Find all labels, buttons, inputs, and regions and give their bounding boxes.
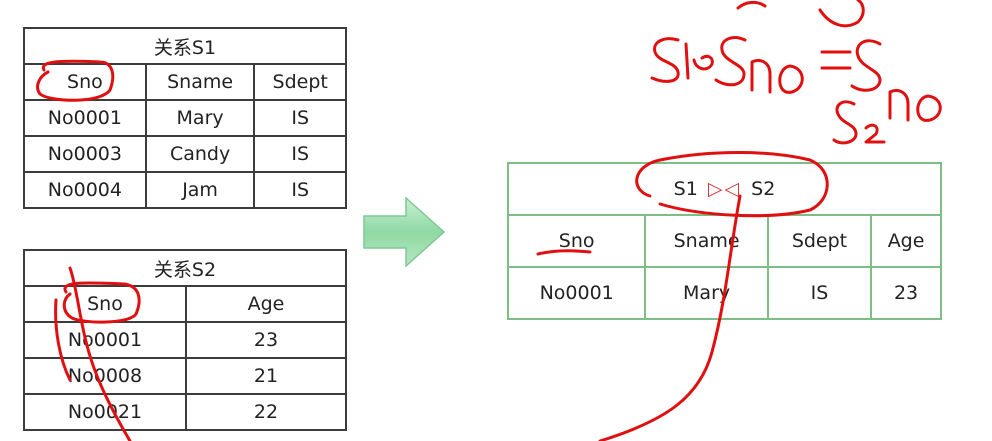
s1-cell: Jam	[144, 171, 256, 209]
table-row: No0008 21	[23, 357, 347, 395]
table-row: No0001 23	[23, 321, 347, 359]
s1-header-sno: Sno	[23, 63, 147, 101]
s2-header-age: Age	[185, 285, 347, 323]
s1-cell: No0001	[23, 99, 147, 137]
table-row: No0001 Mary IS	[23, 99, 347, 137]
result-cell: IS	[766, 266, 873, 320]
result-cell: No0001	[506, 266, 647, 320]
table-row: No0004 Jam IS	[23, 171, 347, 209]
s1-header-sname: Sname	[144, 63, 256, 101]
s1-cell: No0004	[23, 171, 147, 209]
s2-cell: No0021	[23, 393, 187, 431]
relation-s1-table: 关系S1 Sno Sname Sdept No0001 Mary IS No00…	[23, 27, 347, 209]
result-title-right: S2	[751, 178, 776, 200]
s1-cell: IS	[253, 99, 347, 137]
table-row: No0021 22	[23, 393, 347, 431]
s2-header-sno: Sno	[23, 285, 187, 323]
result-title: S1 ▷◁ S2	[507, 162, 942, 216]
join-symbol: ▷◁	[707, 178, 742, 200]
relation-s2-title: 关系S2	[23, 249, 347, 287]
s2-cell: No0001	[23, 321, 187, 359]
result-header-age: Age	[870, 214, 942, 268]
result-header-sname: Sname	[644, 214, 769, 268]
table-row: No0001 Mary IS 23	[506, 266, 942, 320]
s2-cell: 23	[185, 321, 347, 359]
result-table: S1 ▷◁ S2 Sno Sname Sdept Age No0001 Mary…	[506, 162, 942, 320]
result-cell: Mary	[644, 266, 769, 320]
s1-header-sdept: Sdept	[253, 63, 347, 101]
table-row: No0003 Candy IS	[23, 135, 347, 173]
s1-cell: IS	[253, 171, 347, 209]
s1-cell: IS	[253, 135, 347, 173]
s1-cell: Candy	[144, 135, 256, 173]
s2-cell: 22	[185, 393, 347, 431]
result-header-sdept: Sdept	[766, 214, 873, 268]
s2-cell: 21	[185, 357, 347, 395]
relation-s2-table: 关系S2 Sno Age No0001 23 No0008 21 No0021 …	[23, 249, 347, 431]
result-cell: 23	[870, 266, 942, 320]
s2-cell: No0008	[23, 357, 187, 395]
result-title-left: S1	[673, 178, 698, 200]
s1-cell: No0003	[23, 135, 147, 173]
relation-s1-title: 关系S1	[23, 27, 347, 65]
s1-cell: Mary	[144, 99, 256, 137]
result-header-sno: Sno	[506, 214, 647, 268]
right-arrow-icon	[363, 196, 446, 268]
